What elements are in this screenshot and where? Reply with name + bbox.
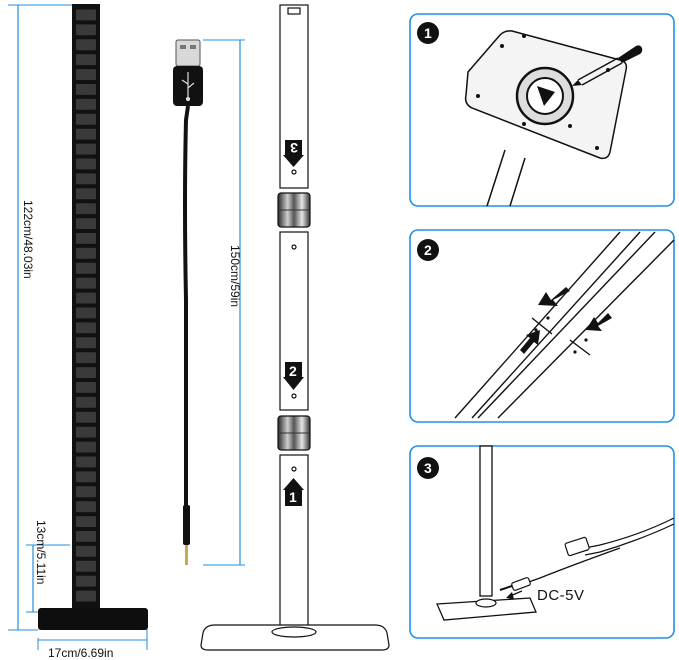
step-1-panel: 1 [409,13,675,207]
led-segment [76,54,96,66]
pole-segment-1 [279,454,309,636]
segment-2-number: 2 [289,363,297,379]
led-segment [76,128,96,140]
led-segment [76,98,96,110]
base-height-label: 13cm/5.11in [34,520,48,584]
led-segment [76,322,96,334]
usb-cable: 150cm/59in [173,39,245,566]
led-segment [76,233,96,244]
assembled-lamp: 122cm/48.03in 13cm/5.11in 17cm/6.69in [8,4,148,660]
led-segment [76,426,96,438]
led-segment [76,173,96,185]
led-segment [76,471,96,483]
arrow-icon [520,330,540,354]
arrow-icon [586,313,612,331]
usb-icon [181,72,195,102]
step-2-panel: 2 [409,229,675,423]
led-segment [76,292,96,304]
lamp-base [38,608,148,630]
led-segment [76,516,96,527]
led-segment [76,113,96,125]
screwdriver-icon [572,45,643,86]
step-3-panel: 3 DC-5V [409,445,675,639]
led-segment [76,203,96,215]
led-segment [76,188,96,200]
step-2-number: 2 [424,242,432,258]
dc-plug-tip [185,545,188,565]
led-segment [76,545,96,557]
segment-3-arrow: 3 [283,140,304,167]
led-segment [76,560,96,572]
led-segment [76,9,96,21]
led-segment [76,441,96,453]
led-segment [76,486,96,498]
led-segment [76,411,96,423]
led-segment [76,247,96,259]
led-segment [76,24,96,36]
led-segment [76,69,96,80]
led-segment [76,277,96,289]
led-segment [76,143,96,155]
led-segment [76,456,96,468]
base-width-label: 17cm/6.69in [48,646,113,660]
led-segment [76,337,96,349]
segment-1-number: 1 [289,489,297,505]
step-3-badge [417,457,439,479]
lamp-height-label: 122cm/48.03in [21,200,35,279]
segment-3-number: 3 [290,140,298,156]
step-2-badge [417,239,439,261]
led-segments [76,9,96,602]
led-segment [76,84,96,95]
led-segment [76,367,96,378]
led-segment [76,590,96,602]
step-1-badge [417,22,439,44]
usb-a-plug [564,536,590,557]
led-segment [76,575,96,587]
segment-2-arrow: 2 [283,362,304,390]
led-segment [76,262,96,274]
cable-length-label: 150cm/59in [228,245,242,307]
dc-voltage-label: DC-5V [537,587,585,604]
step-3-number: 3 [424,460,432,476]
segment-1-arrow: 1 [283,478,304,506]
led-segment [76,531,96,542]
led-segment [76,352,96,364]
led-segment [76,382,96,393]
led-segment [76,501,96,513]
arrow-icon [538,287,570,306]
exploded-pole [200,4,390,651]
usb-a-plug [175,39,201,67]
led-segment [76,218,96,229]
step-1-number: 1 [424,25,432,41]
led-segment [76,158,96,170]
led-segment [76,39,96,51]
led-segment [76,307,96,319]
led-segment [76,396,96,408]
arrow-icon [506,590,523,599]
